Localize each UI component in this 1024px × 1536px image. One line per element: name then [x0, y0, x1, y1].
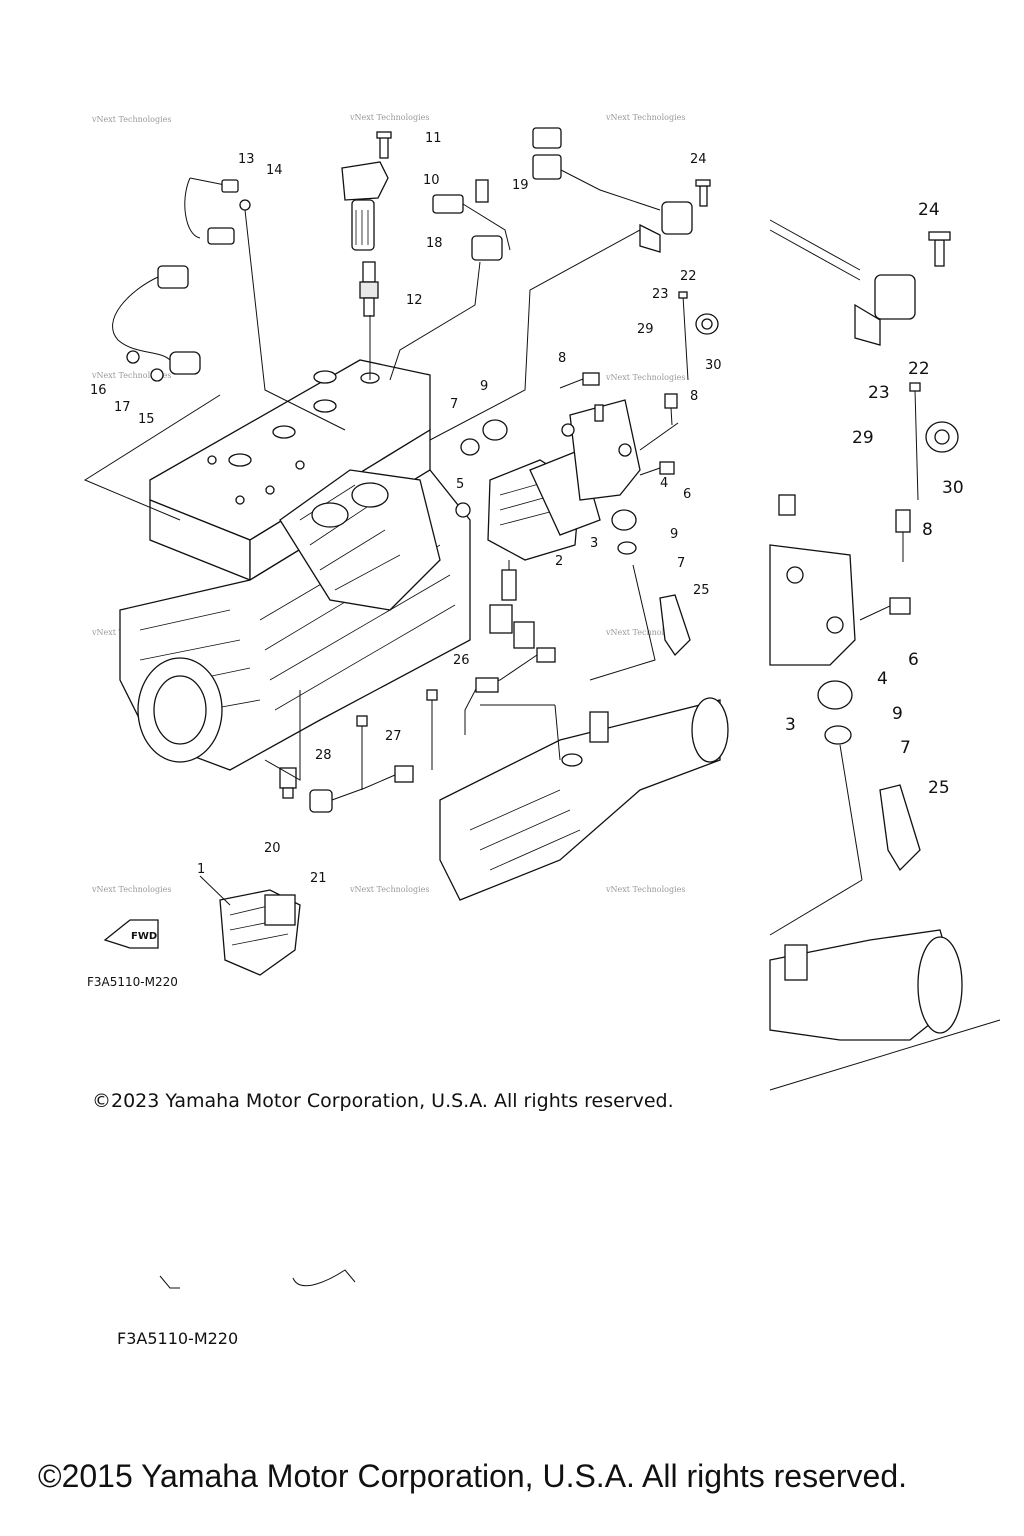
callout-23: 23	[652, 287, 669, 302]
watermark-10: vNext Technologies	[91, 885, 171, 894]
callout-28: 28	[315, 748, 332, 763]
copyright-2023: ©2023 Yamaha Motor Corporation, U.S.A. A…	[92, 1090, 674, 1112]
ignition-coil	[341, 131, 392, 251]
clamp	[659, 594, 691, 657]
watermark-2: vNext Technologies	[349, 113, 429, 122]
zoom-callout-25: 25	[928, 778, 950, 798]
throttle-body	[219, 889, 301, 976]
guide-lines	[83, 209, 679, 781]
zoom-callout-7: 7	[900, 738, 911, 758]
callout-25: 25	[693, 583, 710, 598]
callout-8b: 8	[690, 389, 698, 404]
zoom-callouts: 24 22 23 29 30 8 6 4 3 9 7 25	[785, 200, 964, 798]
callout-12: 12	[406, 293, 423, 308]
callout-9b: 9	[670, 527, 678, 542]
harness-sensor	[532, 127, 711, 253]
hardware	[455, 372, 678, 555]
watermark-1: vNext Technologies	[91, 115, 171, 124]
sensor-26	[464, 647, 556, 735]
zoom-callout-6: 6	[908, 650, 919, 670]
callout-18: 18	[426, 236, 443, 251]
watermark-12: vNext Technologies	[605, 885, 685, 894]
callout-4: 4	[660, 476, 668, 491]
cam-sensor	[432, 179, 511, 261]
callout-7b: 7	[677, 556, 685, 571]
callout-29: 29	[637, 322, 654, 337]
diagram-code: F3A5110-M220	[87, 975, 178, 989]
callout-5: 5	[456, 477, 464, 492]
callout-14: 14	[266, 163, 283, 178]
watermark-4: vNext Technologies	[91, 371, 171, 380]
temperature-sensor	[112, 265, 201, 382]
callout-21: 21	[310, 871, 327, 886]
callout-22: 22	[680, 269, 697, 284]
callout-24: 24	[690, 152, 707, 167]
callout-8a: 8	[558, 351, 566, 366]
callout-13: 13	[238, 152, 255, 167]
callout-26: 26	[453, 653, 470, 668]
watermark-3: vNext Technologies	[605, 113, 685, 122]
sensor-21	[309, 765, 414, 813]
callout-27: 27	[385, 729, 402, 744]
zoom-detail	[769, 219, 1001, 1091]
spark-plug	[359, 261, 379, 317]
callout-7a: 7	[450, 397, 458, 412]
copyright-2015: ©2015 Yamaha Motor Corporation, U.S.A. A…	[38, 1458, 908, 1494]
intake-duct	[439, 697, 729, 901]
cable-ties	[356, 689, 438, 790]
watermark-11: vNext Technologies	[349, 885, 429, 894]
valve-cover-plugs	[207, 370, 380, 505]
watermark-9: vNext Technologies	[605, 628, 685, 637]
callout-6: 6	[683, 487, 691, 502]
diagram-code-repeat: F3A5110-M220	[117, 1329, 238, 1348]
fwd-label: FWD	[131, 931, 157, 942]
callout-30: 30	[705, 358, 722, 373]
callout-15: 15	[138, 412, 155, 427]
fwd-arrow: FWD	[103, 919, 159, 949]
sensor-20	[279, 767, 297, 799]
callout-20: 20	[264, 841, 281, 856]
zoom-callout-4: 4	[877, 669, 888, 689]
control-harness	[489, 560, 535, 649]
zoom-callout-9: 9	[892, 704, 903, 724]
callout-2: 2	[555, 554, 563, 569]
callout-17: 17	[114, 400, 131, 415]
callout-19: 19	[512, 178, 529, 193]
callout-1: 1	[197, 862, 205, 877]
zoom-callout-24: 24	[918, 200, 940, 220]
engine-block	[119, 359, 471, 771]
clip-and-grommet	[678, 291, 719, 381]
zoom-callout-30: 30	[942, 478, 964, 498]
zoom-callout-22: 22	[908, 359, 930, 379]
callouts: 1 2 3 4 5 6 7 7 8 8 9 9 10 11 12 13 14 1…	[90, 131, 722, 906]
zoom-callout-23: 23	[868, 383, 890, 403]
control-unit	[487, 399, 641, 561]
zoom-callout-3: 3	[785, 715, 796, 735]
callout-3: 3	[590, 536, 598, 551]
watermark-6: vNext Technologies	[605, 373, 685, 382]
callout-16: 16	[90, 383, 107, 398]
o2-sensor	[184, 177, 251, 245]
zoom-callout-8: 8	[922, 520, 933, 540]
zoom-callout-29: 29	[852, 428, 874, 448]
callout-11: 11	[425, 131, 442, 146]
callout-10: 10	[423, 173, 440, 188]
callout-9a: 9	[480, 379, 488, 394]
